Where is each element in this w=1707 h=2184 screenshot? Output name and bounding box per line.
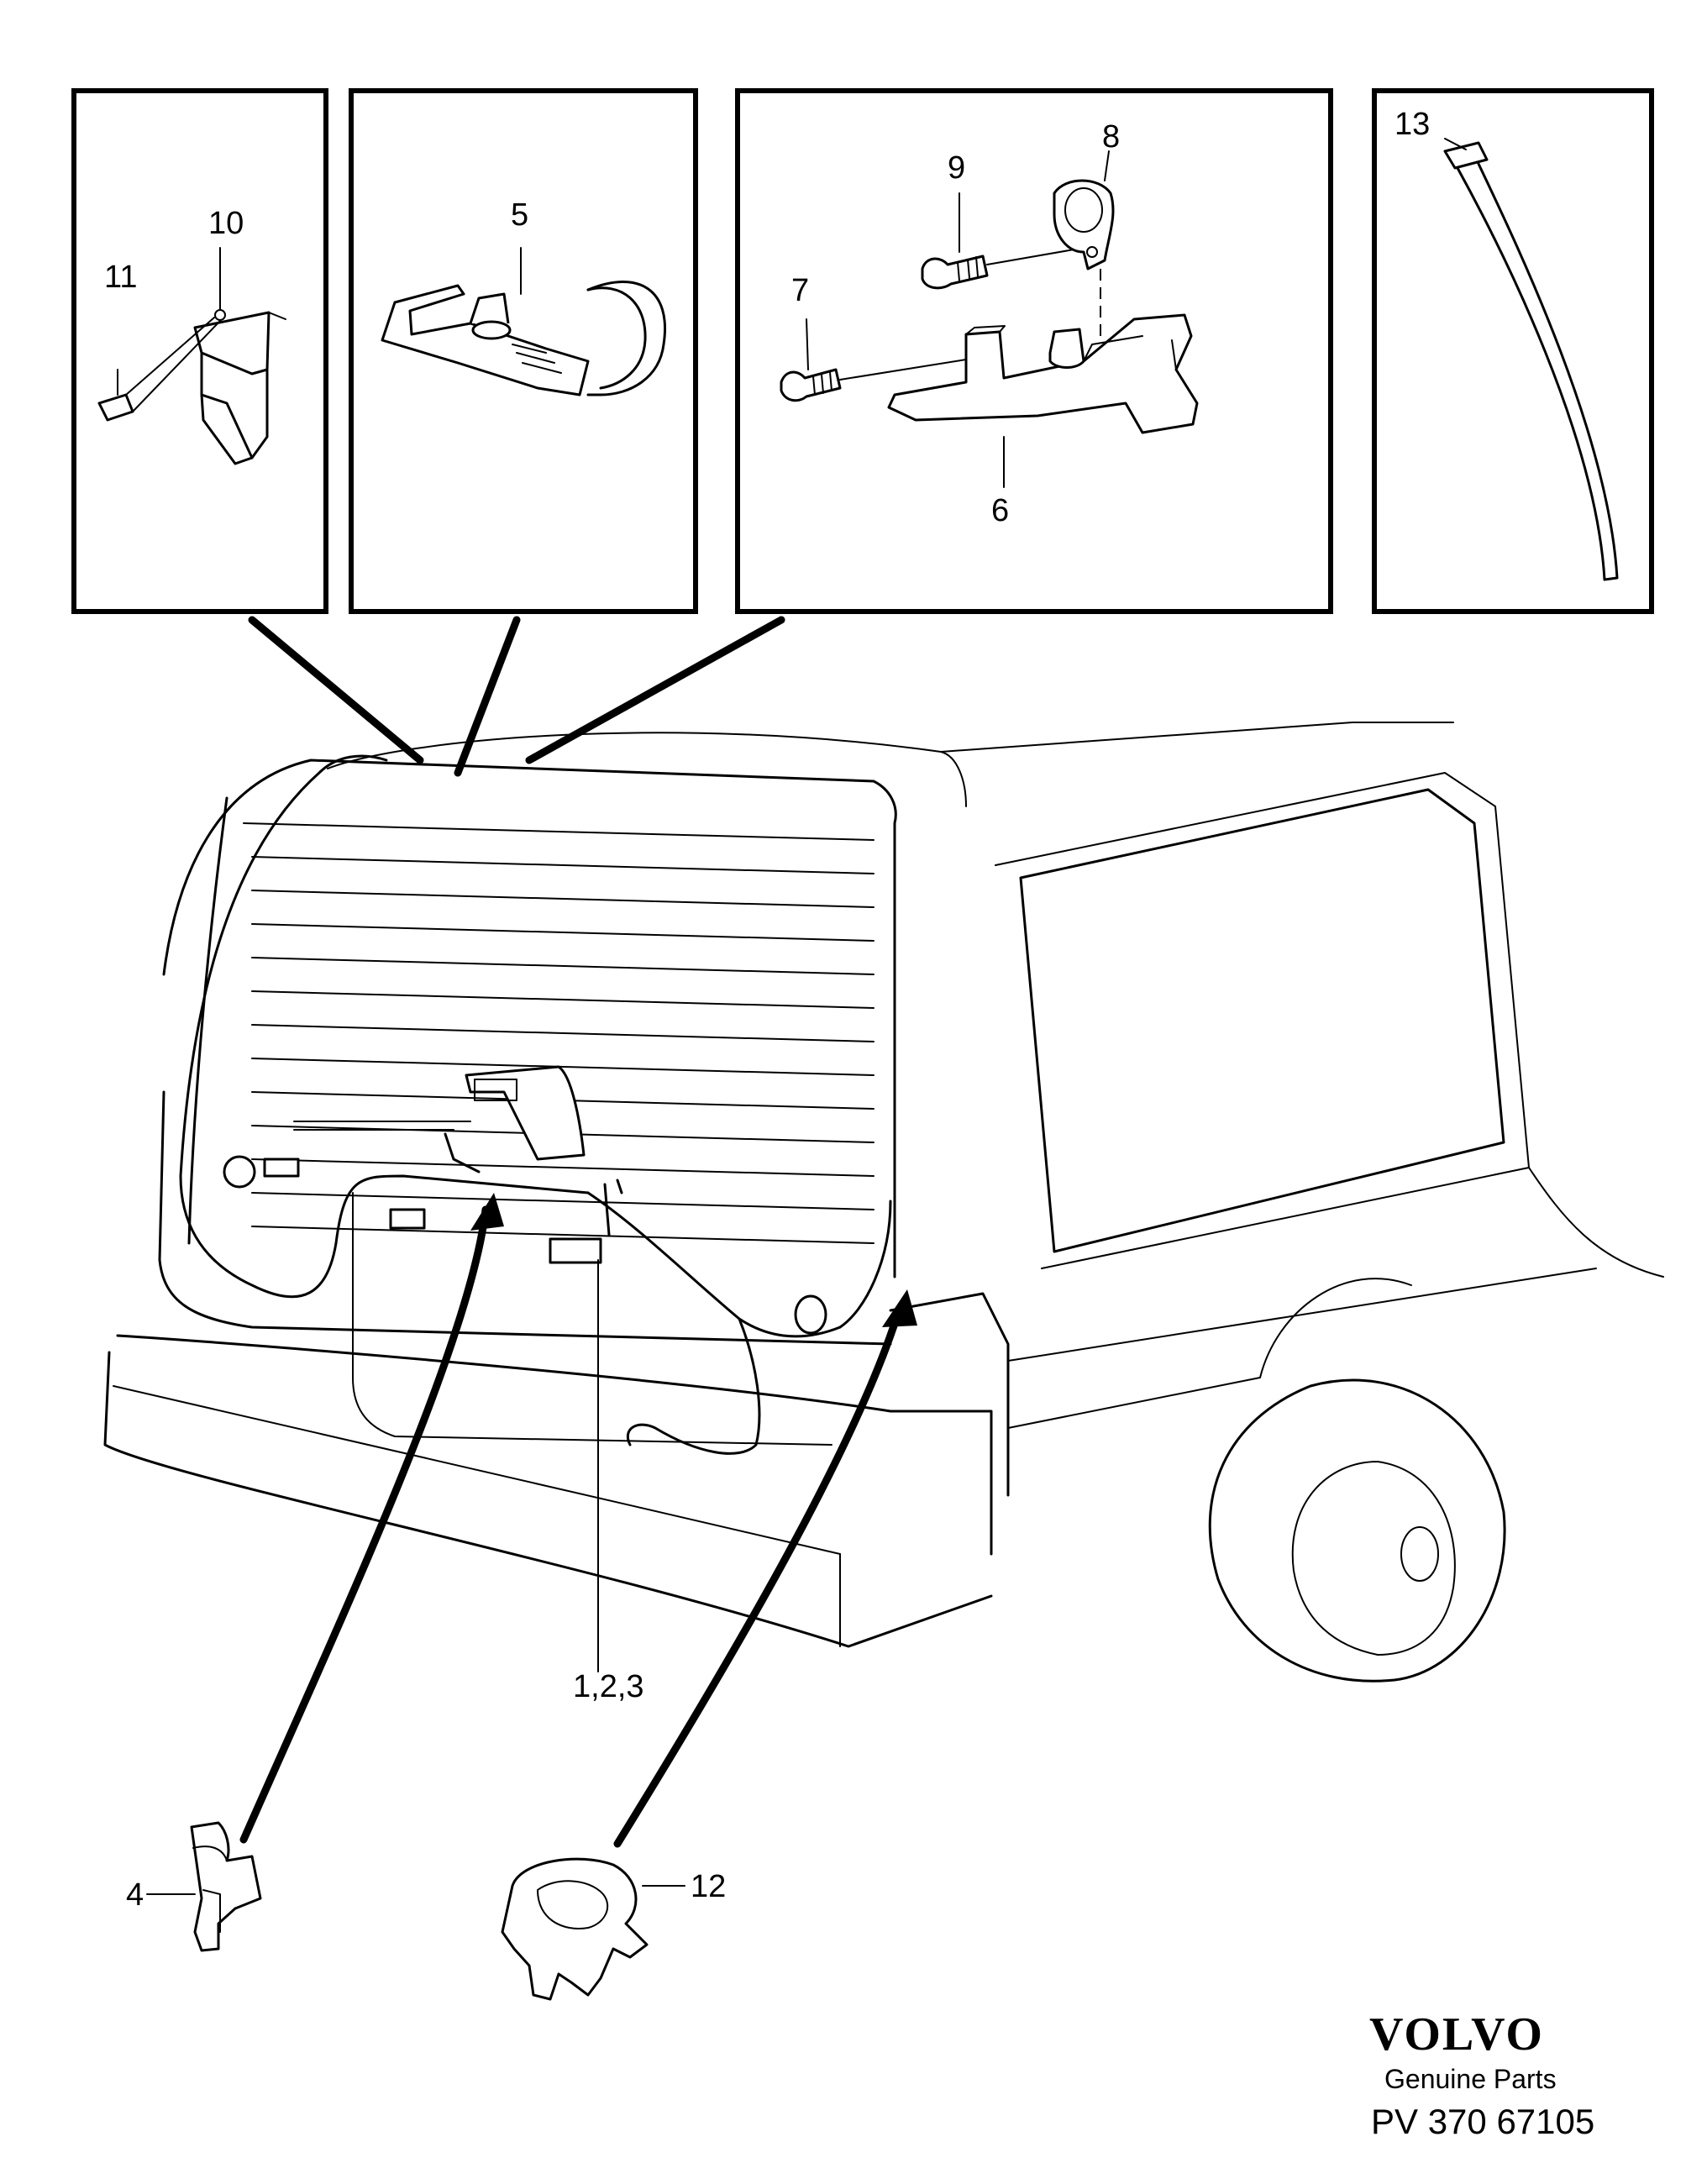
callout-5: 5 [511, 197, 528, 233]
car-outline [103, 722, 1664, 1683]
diagram-code: PV 370 67105 [1371, 2102, 1594, 2141]
genuine-parts-label: Genuine Parts [1384, 2064, 1557, 2094]
detail-box-clip-10-11 [71, 88, 328, 614]
callout-6: 6 [991, 493, 1009, 528]
callout-9: 9 [948, 150, 965, 186]
callout-7: 7 [791, 273, 809, 308]
clip-4 [146, 1821, 262, 1952]
callout-12: 12 [691, 1869, 726, 1904]
callout-10: 10 [208, 206, 244, 241]
callout-11: 11 [104, 260, 137, 295]
detail-box-bracket-5 [349, 88, 698, 614]
callout-1-2-3: 1,2,3 [573, 1669, 644, 1704]
callout-13: 13 [1394, 107, 1430, 142]
callout-8: 8 [1102, 119, 1120, 155]
detail-box-bracket-6-9 [735, 88, 1333, 614]
detail-box-cable-tie-13 [1372, 88, 1654, 614]
volvo-logo: VOLVO [1369, 2008, 1544, 2061]
clamp-12 [501, 1857, 685, 2001]
callout-4: 4 [126, 1877, 144, 1913]
